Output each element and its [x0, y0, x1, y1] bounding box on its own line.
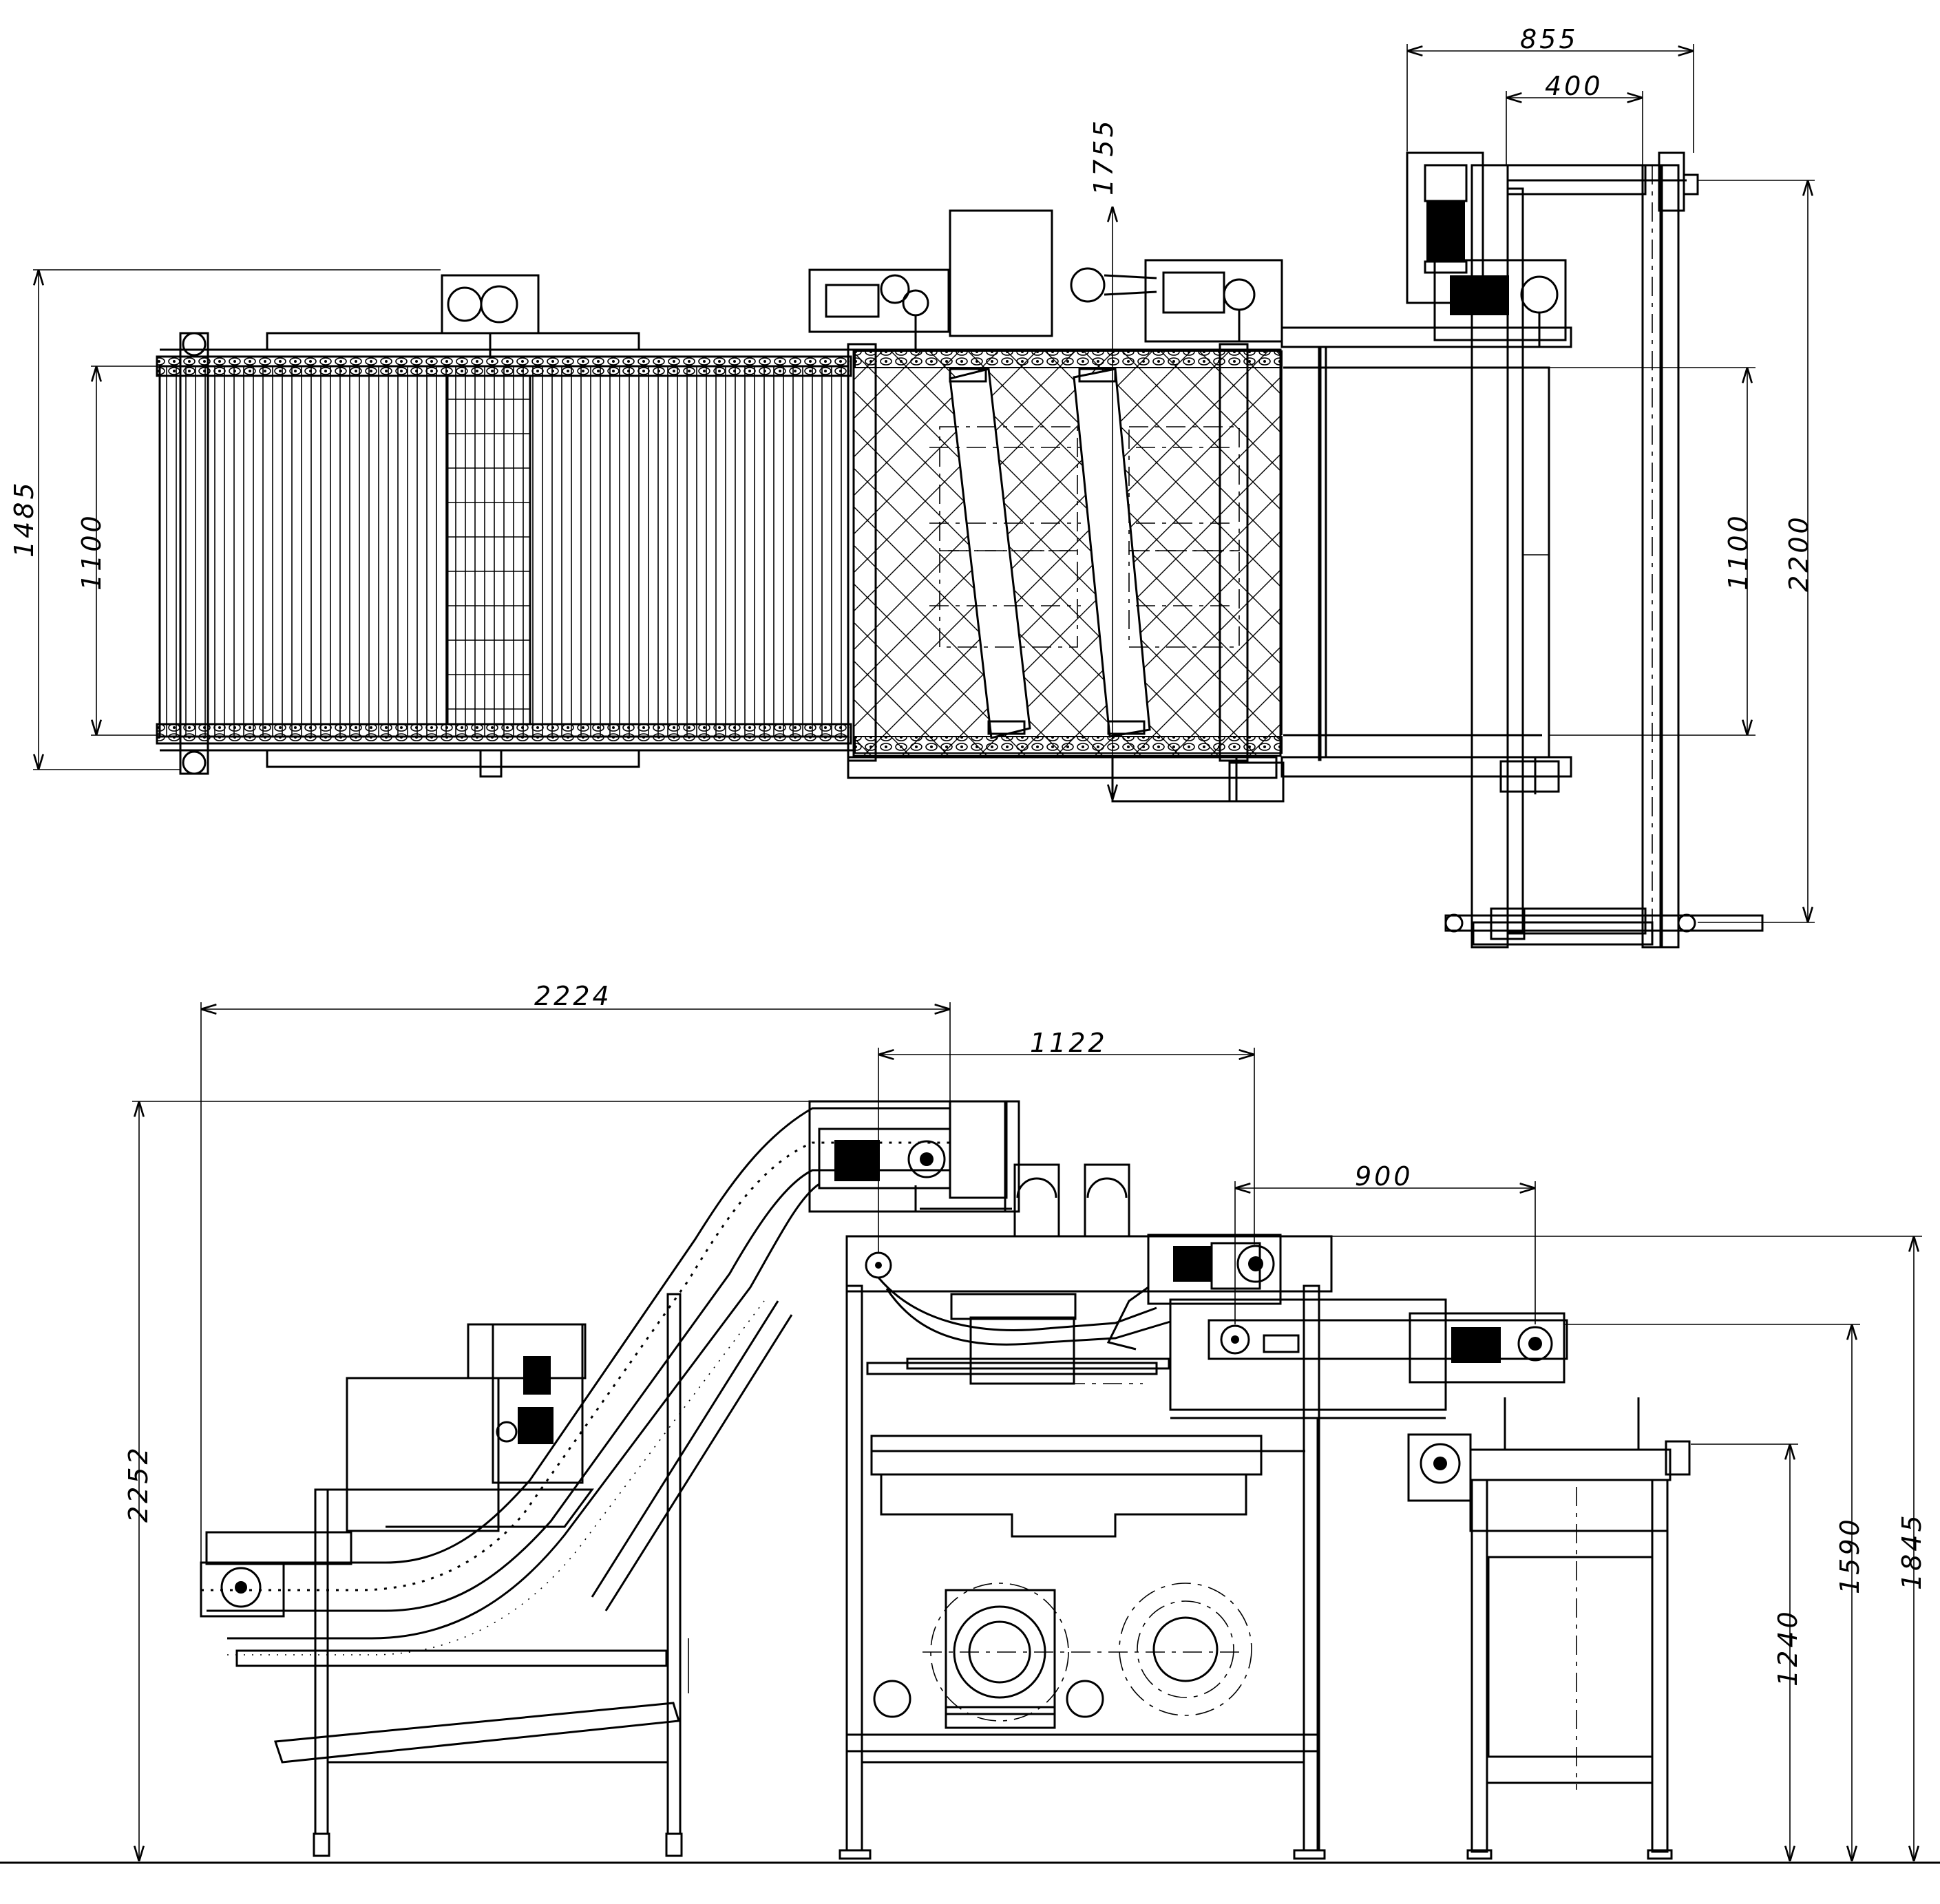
dim-1122: 1122 [1030, 1028, 1108, 1058]
side-dimensions: 2224 1122 900 2252 1845 1590 [123, 981, 1927, 1861]
dim-1590: 1590 [1835, 1516, 1865, 1594]
dim-1100-left: 1100 [76, 513, 107, 591]
dim-2200: 2200 [1784, 514, 1814, 592]
dim-1240: 1240 [1773, 1609, 1803, 1686]
side-pump-units [873, 1583, 1252, 1729]
dim-900: 900 [1355, 1161, 1413, 1192]
plan-output-frame [1280, 326, 1572, 778]
plan-stand-motors [1406, 151, 1567, 794]
side-incline-frame [235, 1293, 689, 1857]
dim-2224: 2224 [534, 981, 612, 1011]
side-upper-rollers [920, 1100, 1130, 1238]
plan-left-sprocket [179, 332, 209, 775]
plan-right-stand [1444, 151, 1764, 949]
plan-dimensions: 855 400 1755 1485 1100 1100 [9, 24, 1815, 923]
plan-drive-motor-middle [808, 268, 950, 351]
side-middle-machine [839, 1100, 1333, 1860]
side-middle-drive [1106, 1234, 1282, 1351]
plan-slat-conveyor [156, 274, 854, 778]
dim-855: 855 [1520, 24, 1579, 54]
dim-1100-right: 1100 [1723, 513, 1753, 591]
side-collection-bin [870, 1435, 1305, 1538]
plan-hopper-box [949, 209, 1053, 337]
plan-hidden-parts [929, 426, 1240, 648]
side-right-stand [1407, 1397, 1691, 1860]
dim-2252: 2252 [123, 1445, 154, 1523]
side-incline-conveyor [200, 1100, 1020, 1656]
plan-view: 855 400 1755 1485 1100 1100 [9, 24, 1815, 949]
side-output-conveyor [1169, 1298, 1568, 1850]
dim-1485: 1485 [9, 480, 39, 558]
dim-400: 400 [1545, 71, 1603, 101]
dim-1845: 1845 [1897, 1512, 1927, 1590]
side-incline-hopper [317, 1323, 594, 1532]
plan-drive-motor-left [441, 274, 540, 358]
plan-drive-motor-right [1070, 259, 1283, 343]
plan-cleat-ladder [446, 376, 531, 724]
side-view: 2224 1122 900 2252 1845 1590 [0, 981, 1940, 1864]
plan-mesh-conveyor [808, 209, 1285, 803]
dim-1755: 1755 [1088, 118, 1119, 195]
